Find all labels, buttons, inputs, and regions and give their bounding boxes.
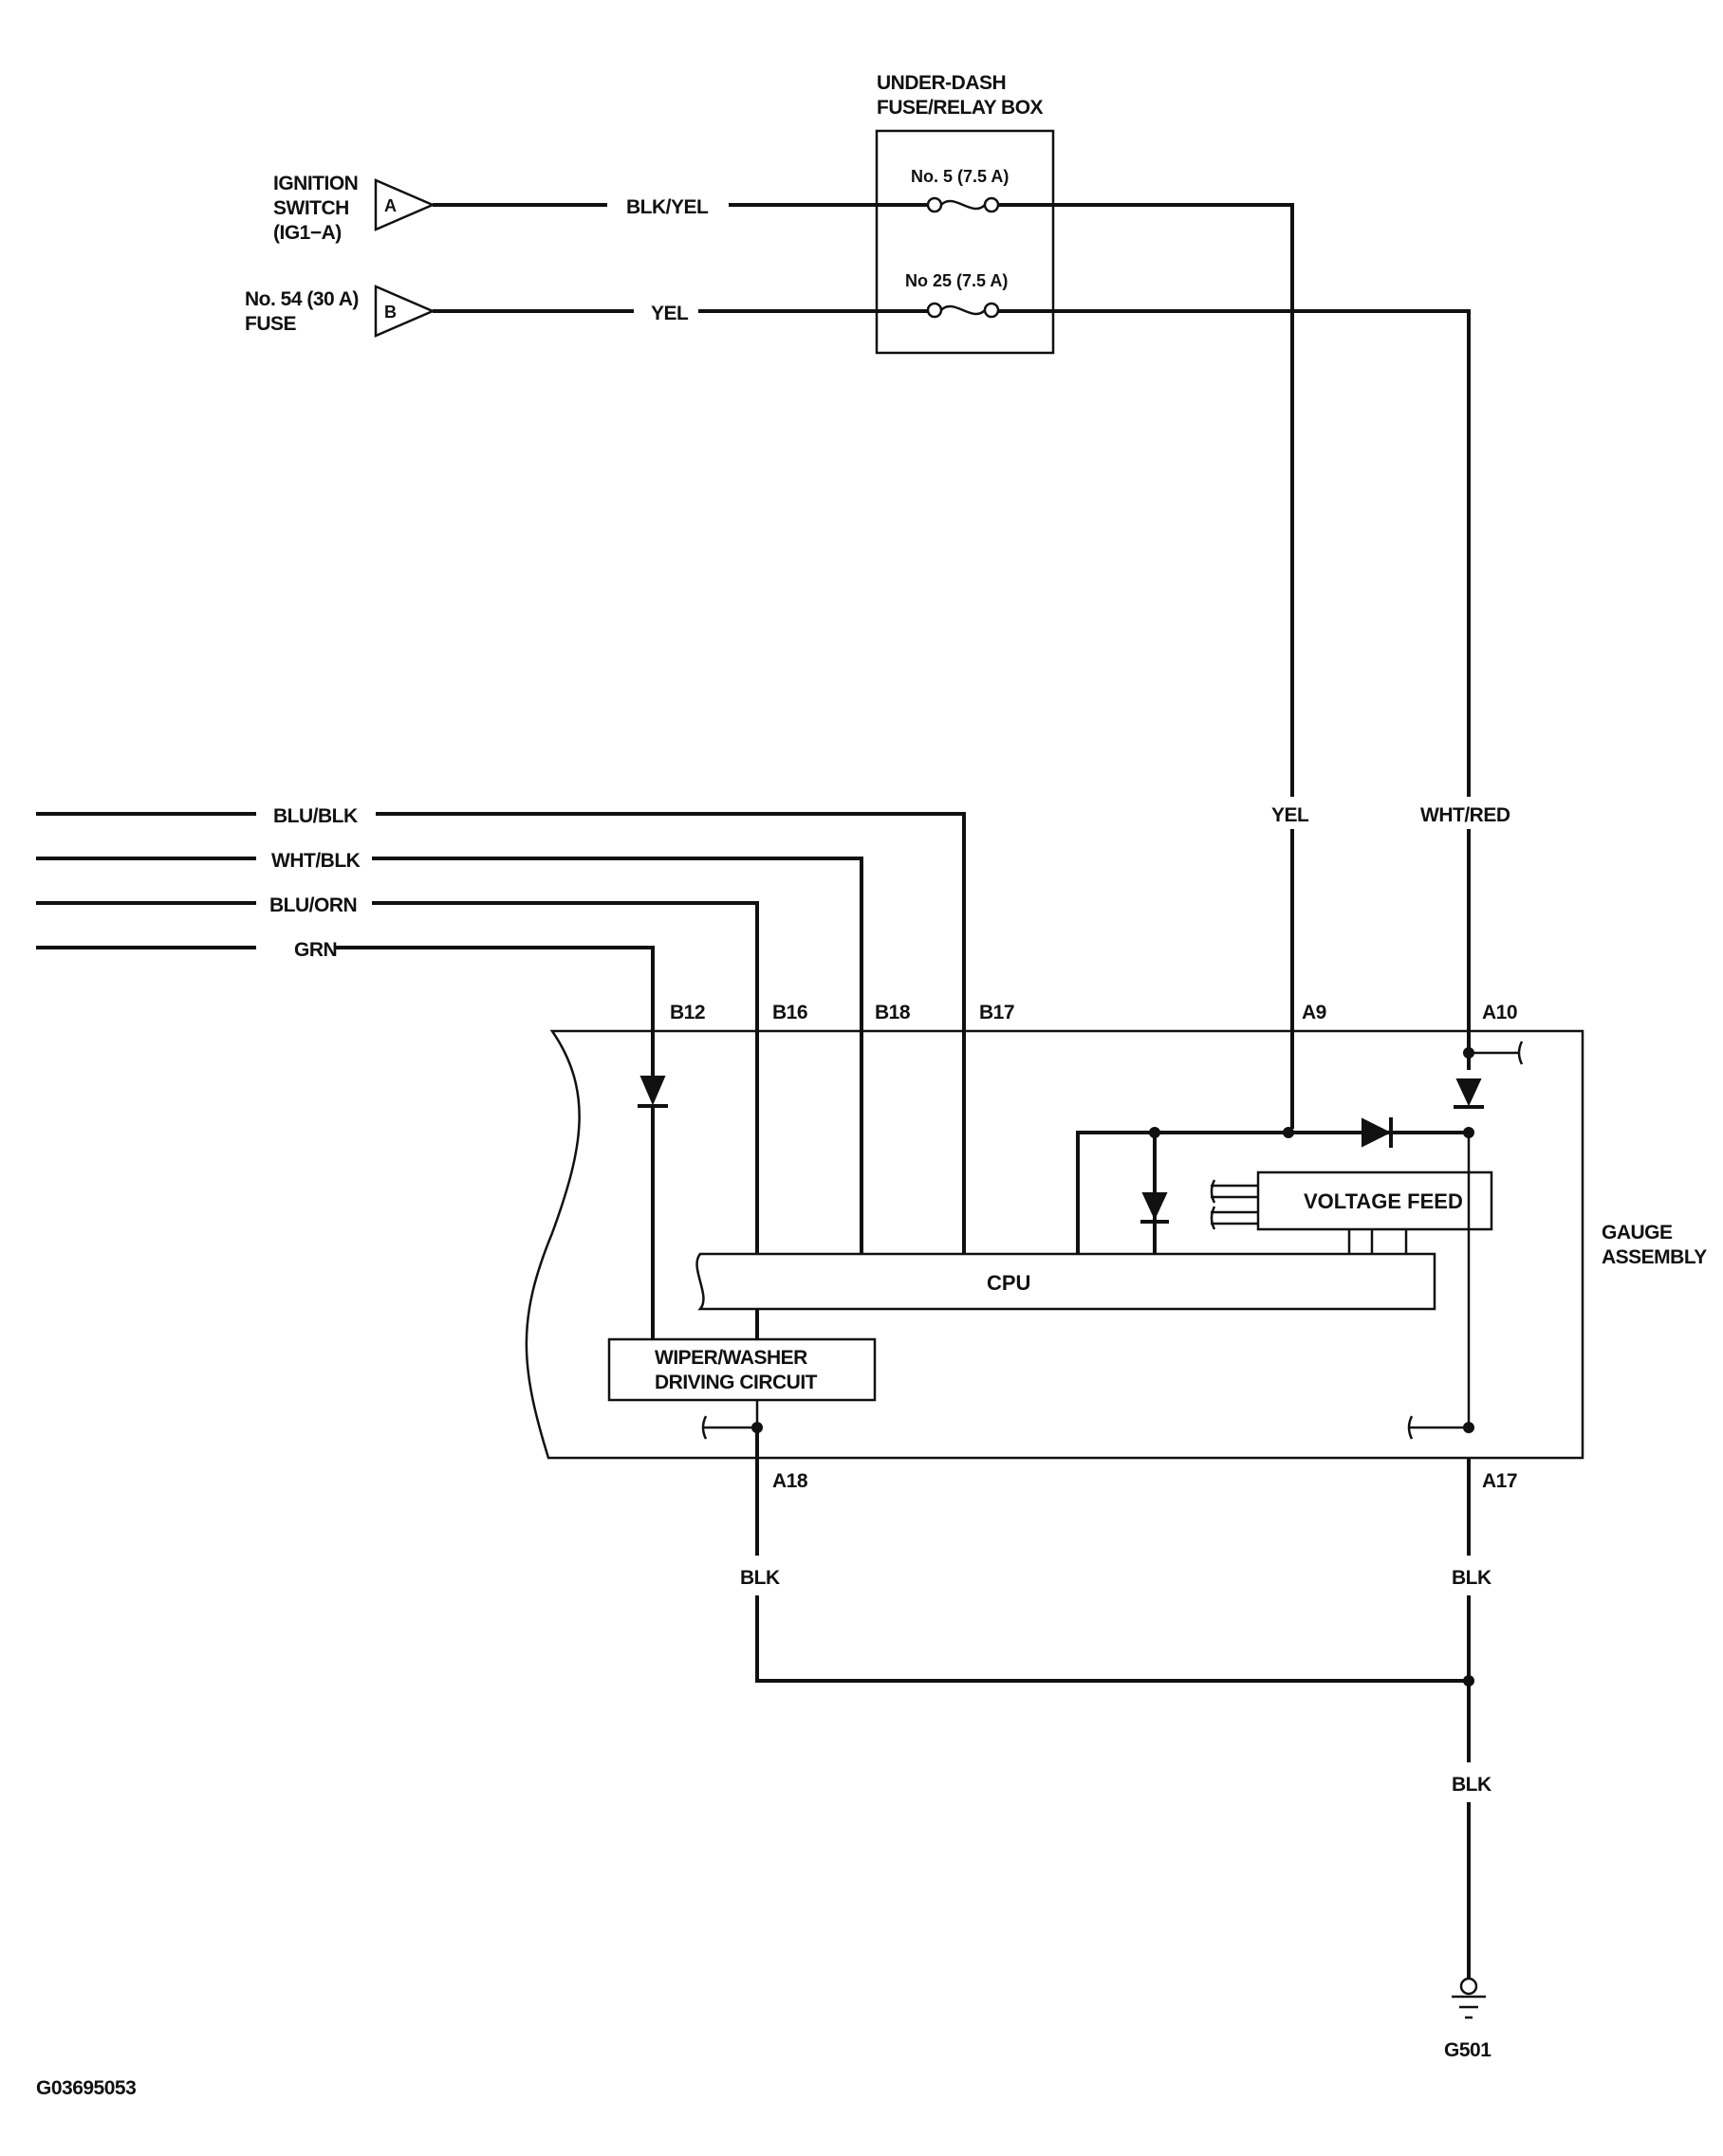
voltage-feed-label: VOLTAGE FEED [1304, 1189, 1463, 1213]
wiper-circuit-label-2: DRIVING CIRCUIT [655, 1372, 818, 1393]
pin-a9: A9 [1302, 1002, 1326, 1023]
voltage-feed-stubs [1211, 1184, 1258, 1225]
pin-b17: B17 [979, 1002, 1014, 1023]
pin-b16: B16 [772, 1002, 807, 1023]
cpu-feed-diode [1140, 1133, 1169, 1254]
a9-diode [1362, 1117, 1393, 1148]
wire-yel-a9 [998, 203, 1294, 1129]
gauge-assembly-outline [525, 1029, 1584, 1460]
pin-b18: B18 [875, 1002, 911, 1023]
wht-red-label-gap [1417, 797, 1520, 829]
fuse-box-title-1: UNDER-DASH [877, 72, 1006, 94]
wire-label-grn: GRN [294, 939, 337, 961]
fuse-54-label-2: FUSE [245, 313, 297, 335]
connector-a-triangle [374, 178, 436, 231]
cpu-label: CPU [987, 1271, 1030, 1295]
junction-dot [1283, 1127, 1294, 1138]
gauge-assembly-label-1: GAUGE [1602, 1222, 1673, 1244]
fuse-5-label: No. 5 (7.5 A) [911, 167, 1009, 186]
connector-b-letter: B [384, 303, 397, 322]
fuse-relay-box [875, 129, 1055, 355]
a10-stub-break [1517, 1041, 1524, 1065]
voltage-feed-breaks [1210, 1179, 1216, 1230]
pin-a10: A10 [1482, 1002, 1517, 1023]
fuse-25-symbol [926, 302, 1000, 319]
wiper-washer-driving-circuit [607, 1337, 877, 1402]
grn-diode [638, 1076, 668, 1108]
ground-splice [1463, 1675, 1474, 1686]
wire-wht-red-a10 [998, 309, 1471, 1070]
fuse-25-label: No 25 (7.5 A) [905, 271, 1008, 290]
cpu-block [695, 1252, 1436, 1311]
wire-label-wht-blk: WHT/BLK [271, 850, 361, 872]
pin-a18: A18 [772, 1470, 808, 1492]
a10-diode [1454, 1078, 1484, 1109]
voltage-feed-to-cpu [1347, 1229, 1408, 1254]
ground-symbol [1452, 1977, 1486, 2019]
wire-a18-to-splice [755, 1595, 1469, 1683]
pin-a17: A17 [1482, 1470, 1517, 1492]
yel-label-gap [1267, 797, 1318, 829]
wire-label-yel: YEL [1271, 804, 1309, 826]
fuse-5-symbol [926, 196, 1000, 213]
gauge-assembly-label-2: ASSEMBLY [1602, 1246, 1707, 1268]
wiper-circuit-label-1: WIPER/WASHER [655, 1347, 807, 1369]
voltage-feed-block [1256, 1170, 1493, 1231]
a17-stub-break [1407, 1415, 1414, 1440]
pin-b12: B12 [670, 1002, 705, 1023]
wire-label-blk-bottom: BLK [1452, 1774, 1491, 1796]
connector-b-triangle [374, 285, 436, 338]
wire-grn-b12 [334, 946, 655, 1077]
wire-label-blk-left: BLK [740, 1567, 780, 1589]
fuse-54-label-1: No. 54 (30 A) [245, 288, 359, 310]
wire-power-bus [1076, 1131, 1465, 1254]
wire-label-wht-red: WHT/RED [1420, 804, 1510, 826]
wire-wht-blk-b18 [372, 857, 863, 1254]
wire-label-blu-blk: BLU/BLK [273, 805, 358, 827]
wire-blu-blk-b17 [376, 812, 966, 1254]
wire-blu-orn-b16 [372, 901, 759, 1254]
ignition-switch-label-1: IGNITION [273, 173, 358, 194]
ignition-switch-label-2: SWITCH [273, 197, 349, 219]
ignition-switch-label-3: (IG1−A) [273, 222, 342, 244]
ground-label: G501 [1444, 2039, 1491, 2061]
figure-id: G03695053 [36, 2077, 136, 2099]
a18-stub-break [701, 1415, 708, 1440]
wire-label-blu-orn: BLU/ORN [269, 894, 357, 916]
wire-label-blk-right: BLK [1452, 1567, 1491, 1589]
fuse-box-title-2: FUSE/RELAY BOX [877, 97, 1044, 119]
wire-label-yel-top: YEL [651, 303, 689, 324]
connector-a-letter: A [384, 196, 397, 215]
wire-label-blk-yel: BLK/YEL [626, 196, 709, 218]
